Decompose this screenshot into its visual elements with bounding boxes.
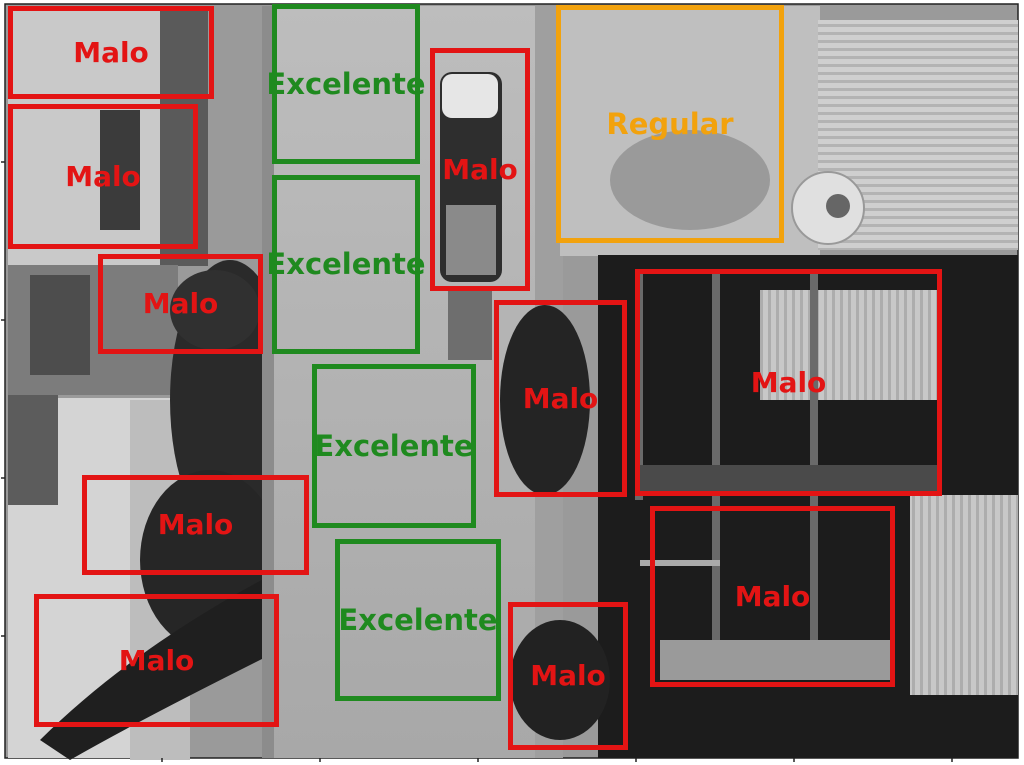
annotation-label: Excelente xyxy=(266,66,426,101)
annotation-box-malo: Malo xyxy=(650,506,895,687)
annotation-label: Malo xyxy=(530,659,606,692)
annotation-box-excelente: Excelente xyxy=(266,175,426,354)
annotation-label: Malo xyxy=(442,152,518,186)
annotation-box-malo: Malo xyxy=(82,475,309,575)
annotation-label: Excelente xyxy=(314,428,474,463)
annotation-label: Malo xyxy=(157,508,234,541)
annotation-label: Excelente xyxy=(266,247,426,281)
annotation-box-malo: Malo xyxy=(34,594,279,727)
annotation-label: Malo xyxy=(142,287,219,320)
annotation-box-malo: Malo xyxy=(8,6,214,99)
annotation-box-regular: Regular xyxy=(556,5,784,243)
annotation-box-malo: Malo xyxy=(635,269,942,496)
annotation-box-malo: Malo xyxy=(8,104,198,249)
annotation-label: Excelente xyxy=(338,602,498,637)
annotation-box-malo: Malo xyxy=(430,48,530,291)
annotation-box-malo: Malo xyxy=(494,300,627,497)
annotation-label: Malo xyxy=(750,365,827,399)
annotation-box-malo: Malo xyxy=(98,254,263,354)
annotation-box-malo: Malo xyxy=(508,602,628,750)
annotation-box-excelente: Excelente xyxy=(335,539,501,701)
annotation-label: Regular xyxy=(606,106,734,141)
annotation-box-excelente: Excelente xyxy=(312,364,476,528)
annotation-label: Malo xyxy=(73,35,149,69)
annotation-label: Malo xyxy=(118,643,195,677)
annotation-label: Malo xyxy=(65,159,141,193)
annotation-label: Malo xyxy=(522,381,599,415)
annotation-label: Malo xyxy=(734,579,811,613)
tree-right xyxy=(500,305,590,495)
annotation-box-excelente: Excelente xyxy=(266,4,426,164)
